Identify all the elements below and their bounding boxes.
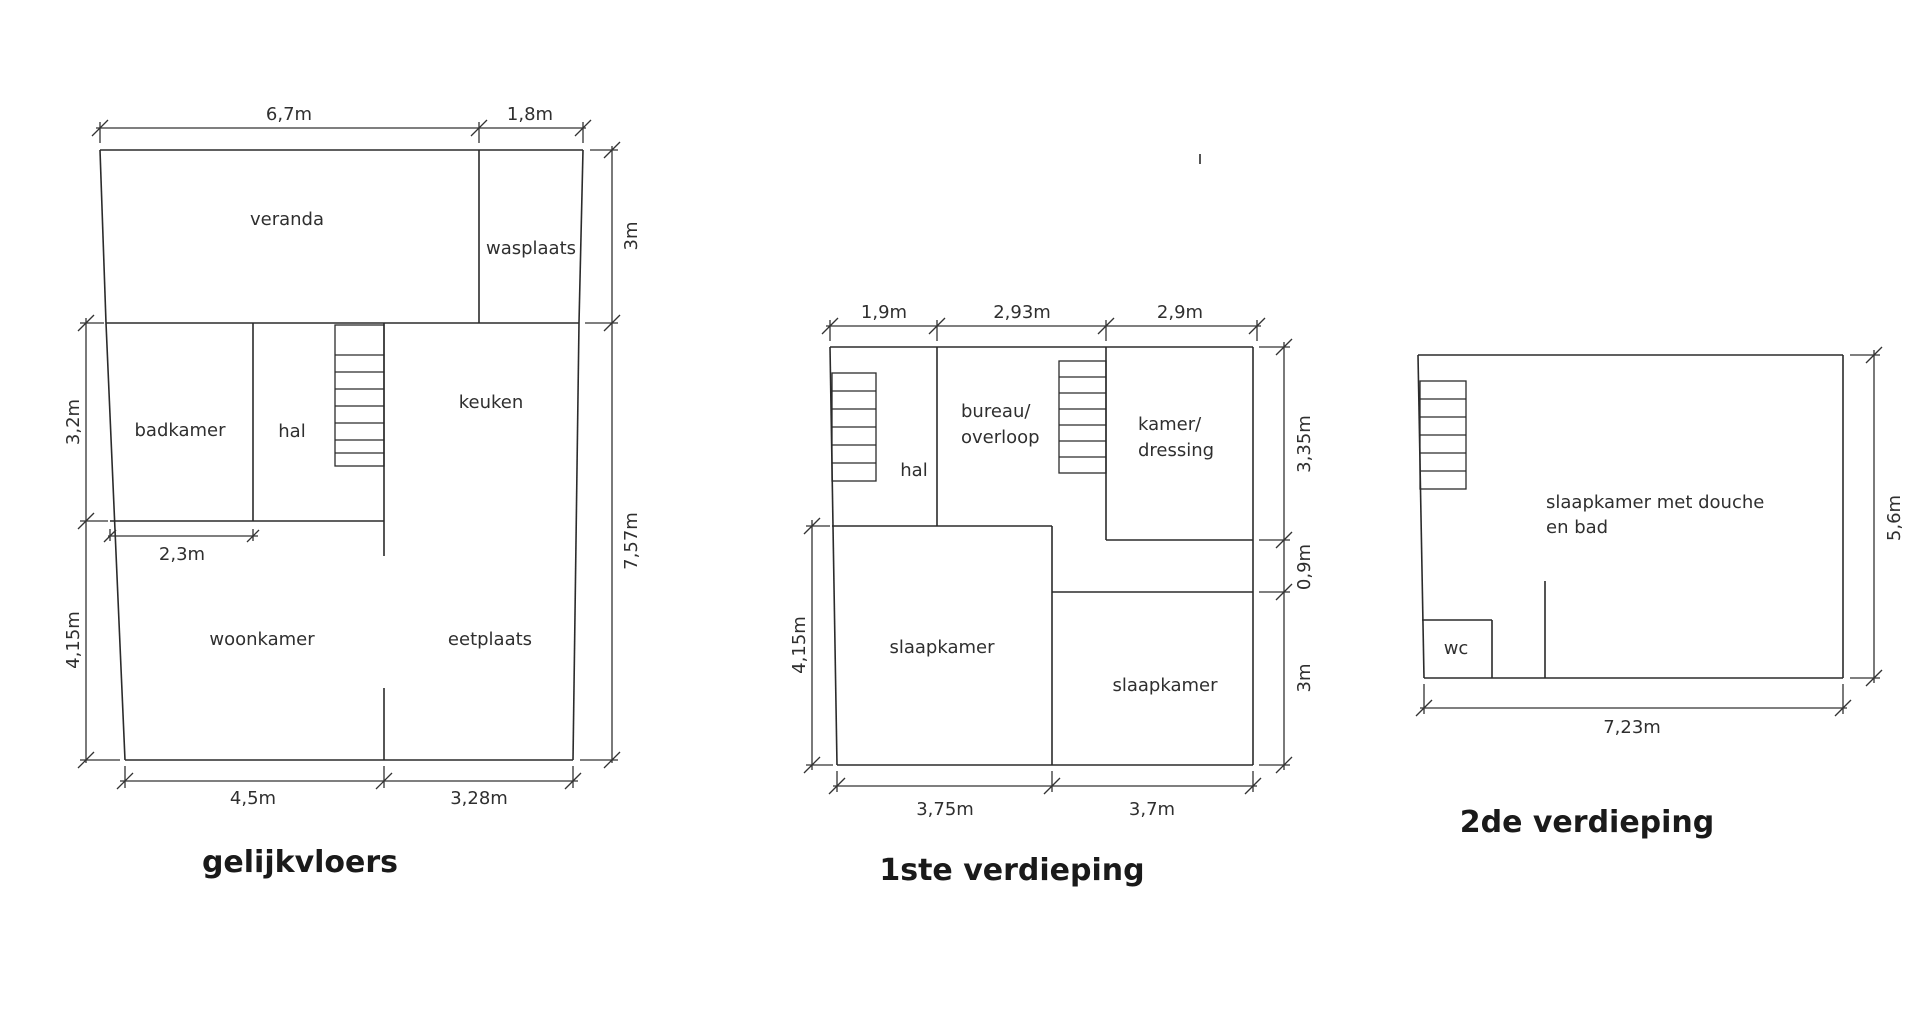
dim-label-first-top-3: 2,9m — [1157, 302, 1203, 323]
dim-label-second-bottom: 7,23m — [1603, 717, 1661, 738]
room-label-bureau-line2: overloop — [961, 427, 1040, 448]
dim-label-ground-inner: 2,3m — [159, 544, 205, 565]
floor-title-ground: gelijkvloers — [202, 845, 398, 880]
second-floor-stairs — [1419, 380, 1467, 490]
dim-label-first-top-2: 2,93m — [993, 302, 1051, 323]
room-label-kamer-line2: dressing — [1138, 440, 1214, 461]
dim-label-ground-left-upper: 3,2m — [63, 399, 84, 445]
dim-label-ground-bottom-right: 3,28m — [450, 788, 508, 809]
room-label-slaapkamer-right: slaapkamer — [1112, 675, 1218, 696]
room-label-slaapkamer-line1: slaapkamer met douche — [1546, 492, 1764, 513]
room-label-hal: hal — [278, 421, 305, 442]
room-label-slaapkamer-line2: en bad — [1546, 517, 1608, 538]
ground-floor-stairs — [334, 324, 385, 467]
room-label-wasplaats: wasplaats — [486, 238, 576, 259]
second-floor-dimension-lines — [1415, 346, 1883, 717]
second-floor-plan: slaapkamer met douche en bad wc 5,6m 7,2… — [1415, 346, 1905, 840]
dim-label-first-right-3: 3m — [1294, 664, 1315, 693]
dim-label-ground-left-lower: 4,15m — [63, 611, 84, 669]
dim-label-first-left: 4,15m — [789, 616, 810, 674]
dim-label-first-right-2: 0,9m — [1294, 544, 1315, 590]
room-label-slaapkamer-left: slaapkamer — [889, 637, 995, 658]
dim-label-ground-top-left: 6,7m — [266, 104, 312, 125]
room-label-wc: wc — [1444, 638, 1469, 659]
first-floor-dimension-lines — [803, 317, 1293, 795]
first-floor-stairs-right — [1058, 360, 1107, 474]
floor-title-first: 1ste verdieping — [879, 853, 1144, 888]
room-label-eetplaats: eetplaats — [448, 629, 532, 650]
room-label-kamer-line1: kamer/ — [1138, 414, 1202, 435]
room-label-bureau-line1: bureau/ — [961, 401, 1031, 422]
dim-label-first-right-1: 3,35m — [1294, 415, 1315, 473]
floor-title-second: 2de verdieping — [1460, 805, 1715, 840]
dim-label-ground-top-right: 1,8m — [507, 104, 553, 125]
first-floor-plan: hal bureau/ overloop kamer/ dressing sla… — [789, 302, 1315, 888]
dim-label-first-bottom-right: 3,7m — [1129, 799, 1175, 820]
dim-label-first-bottom-left: 3,75m — [916, 799, 974, 820]
dim-label-ground-bottom-left: 4,5m — [230, 788, 276, 809]
dim-label-second-right: 5,6m — [1884, 495, 1905, 541]
room-label-badkamer: badkamer — [134, 420, 226, 441]
first-floor-stairs-left — [831, 372, 877, 482]
ground-floor-plan: veranda wasplaats badkamer hal keuken wo… — [63, 104, 642, 880]
room-label-veranda: veranda — [250, 209, 324, 230]
dim-label-ground-right-upper: 3m — [621, 222, 642, 251]
room-label-hal-first: hal — [900, 460, 927, 481]
room-label-woonkamer: woonkamer — [209, 629, 315, 650]
ground-floor-dimension-lines — [77, 119, 621, 790]
room-label-keuken: keuken — [459, 392, 524, 413]
dim-label-ground-right-lower: 7,57m — [621, 512, 642, 570]
dim-label-first-top-1: 1,9m — [861, 302, 907, 323]
